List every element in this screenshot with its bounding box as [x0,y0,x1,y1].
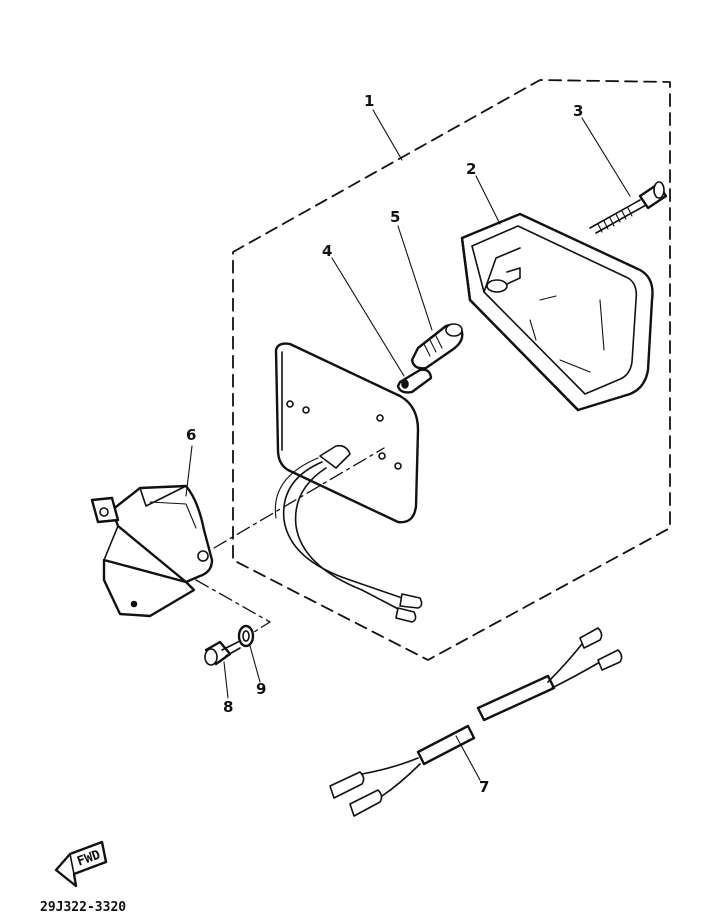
leader-4 [331,257,405,377]
long-screw [589,181,668,234]
bulb [410,323,464,370]
leader-5 [397,225,433,331]
leader-1 [372,109,403,161]
leader-8 [223,661,229,699]
fwd-arrow-icon: FWD [54,840,108,888]
part-code: 29J322-3320 [40,900,126,915]
alignment-line-lower [195,579,271,643]
callout-8: 8 [223,698,233,716]
lamp-wires [274,457,423,623]
callout-4: 4 [322,242,332,260]
leader-7 [455,735,481,781]
bracket [90,484,214,618]
small-bulb [396,368,433,394]
callout-7: 7 [479,778,489,796]
callout-5: 5 [390,208,400,226]
wire-harness [329,627,623,817]
bolt [204,640,241,666]
base-plate [274,342,420,524]
callout-9: 9 [256,680,266,698]
washer [237,624,255,648]
callout-1: 1 [364,92,374,110]
callout-3: 3 [573,102,583,120]
leader-9 [249,645,261,683]
leader-2 [475,175,501,225]
callout-6: 6 [186,426,196,444]
leader-6 [185,445,193,497]
assembly-boundary [232,79,671,661]
lens-housing [460,212,654,412]
callout-2: 2 [466,160,476,178]
alignment-line-upper [213,447,385,549]
leader-3 [581,117,631,197]
